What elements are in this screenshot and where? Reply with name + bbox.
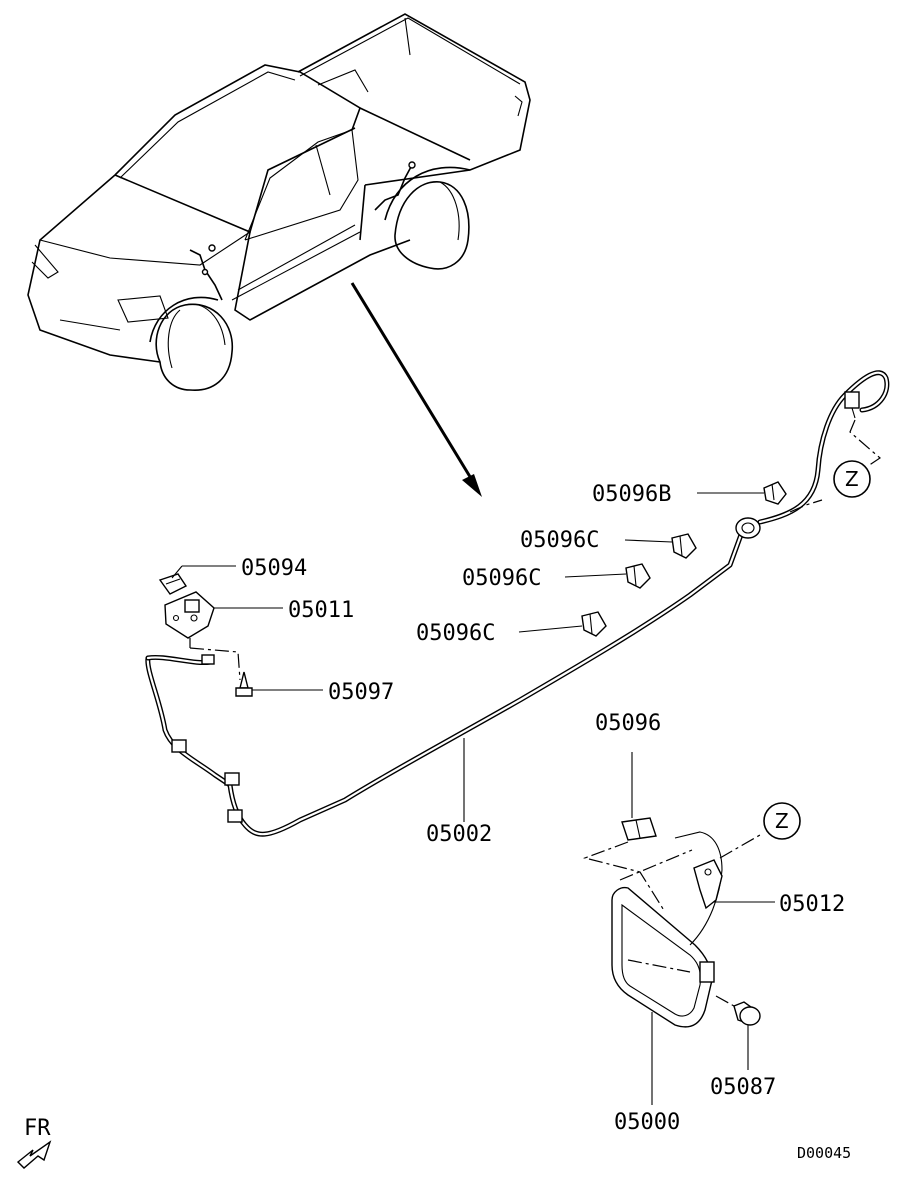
leader-lines — [171, 419, 881, 1105]
label-05094: 05094 — [241, 556, 307, 581]
clip-05096b — [763, 481, 787, 505]
label-05012: 05012 — [779, 892, 845, 917]
clip-05096 — [582, 817, 666, 913]
label-05002: 05002 — [426, 822, 492, 847]
front-direction-indicator: FR — [16, 1116, 52, 1169]
label-05097: 05097 — [328, 680, 394, 705]
label-05096b: 05096B — [592, 482, 671, 507]
diagram-code: D00045 — [797, 1144, 851, 1162]
label-05087: 05087 — [710, 1075, 776, 1100]
clip-05096c-3 — [581, 611, 607, 637]
clip-05096c-1 — [671, 533, 697, 559]
callout-z-top-letter: Z — [845, 467, 859, 491]
release-cable-05002 — [145, 370, 890, 837]
label-05096: 05096 — [595, 711, 661, 736]
part-05011-lever — [164, 591, 241, 681]
pointer-arrow — [350, 282, 482, 497]
callout-z-bottom-letter: Z — [775, 809, 789, 833]
front-arrow-icon — [16, 1140, 52, 1169]
fuel-door-05000 — [611, 831, 761, 1028]
callout-z-bottom: Z — [763, 802, 801, 840]
label-05096c-1: 05096C — [520, 528, 599, 553]
label-05096c-2: 05096C — [462, 566, 541, 591]
label-05096c-3: 05096C — [416, 621, 495, 646]
clip-05096c-2 — [625, 563, 651, 589]
part-05097-screw — [235, 671, 253, 697]
callout-z-top: Z — [833, 460, 871, 498]
label-05011: 05011 — [288, 598, 354, 623]
front-label: FR — [24, 1116, 51, 1141]
label-05000: 05000 — [614, 1110, 680, 1135]
truck-illustration — [27, 13, 531, 391]
part-05094-clip — [158, 573, 188, 595]
part-labels: 05096B 05096C 05096C 05096C 05094 05011 … — [241, 482, 845, 1135]
